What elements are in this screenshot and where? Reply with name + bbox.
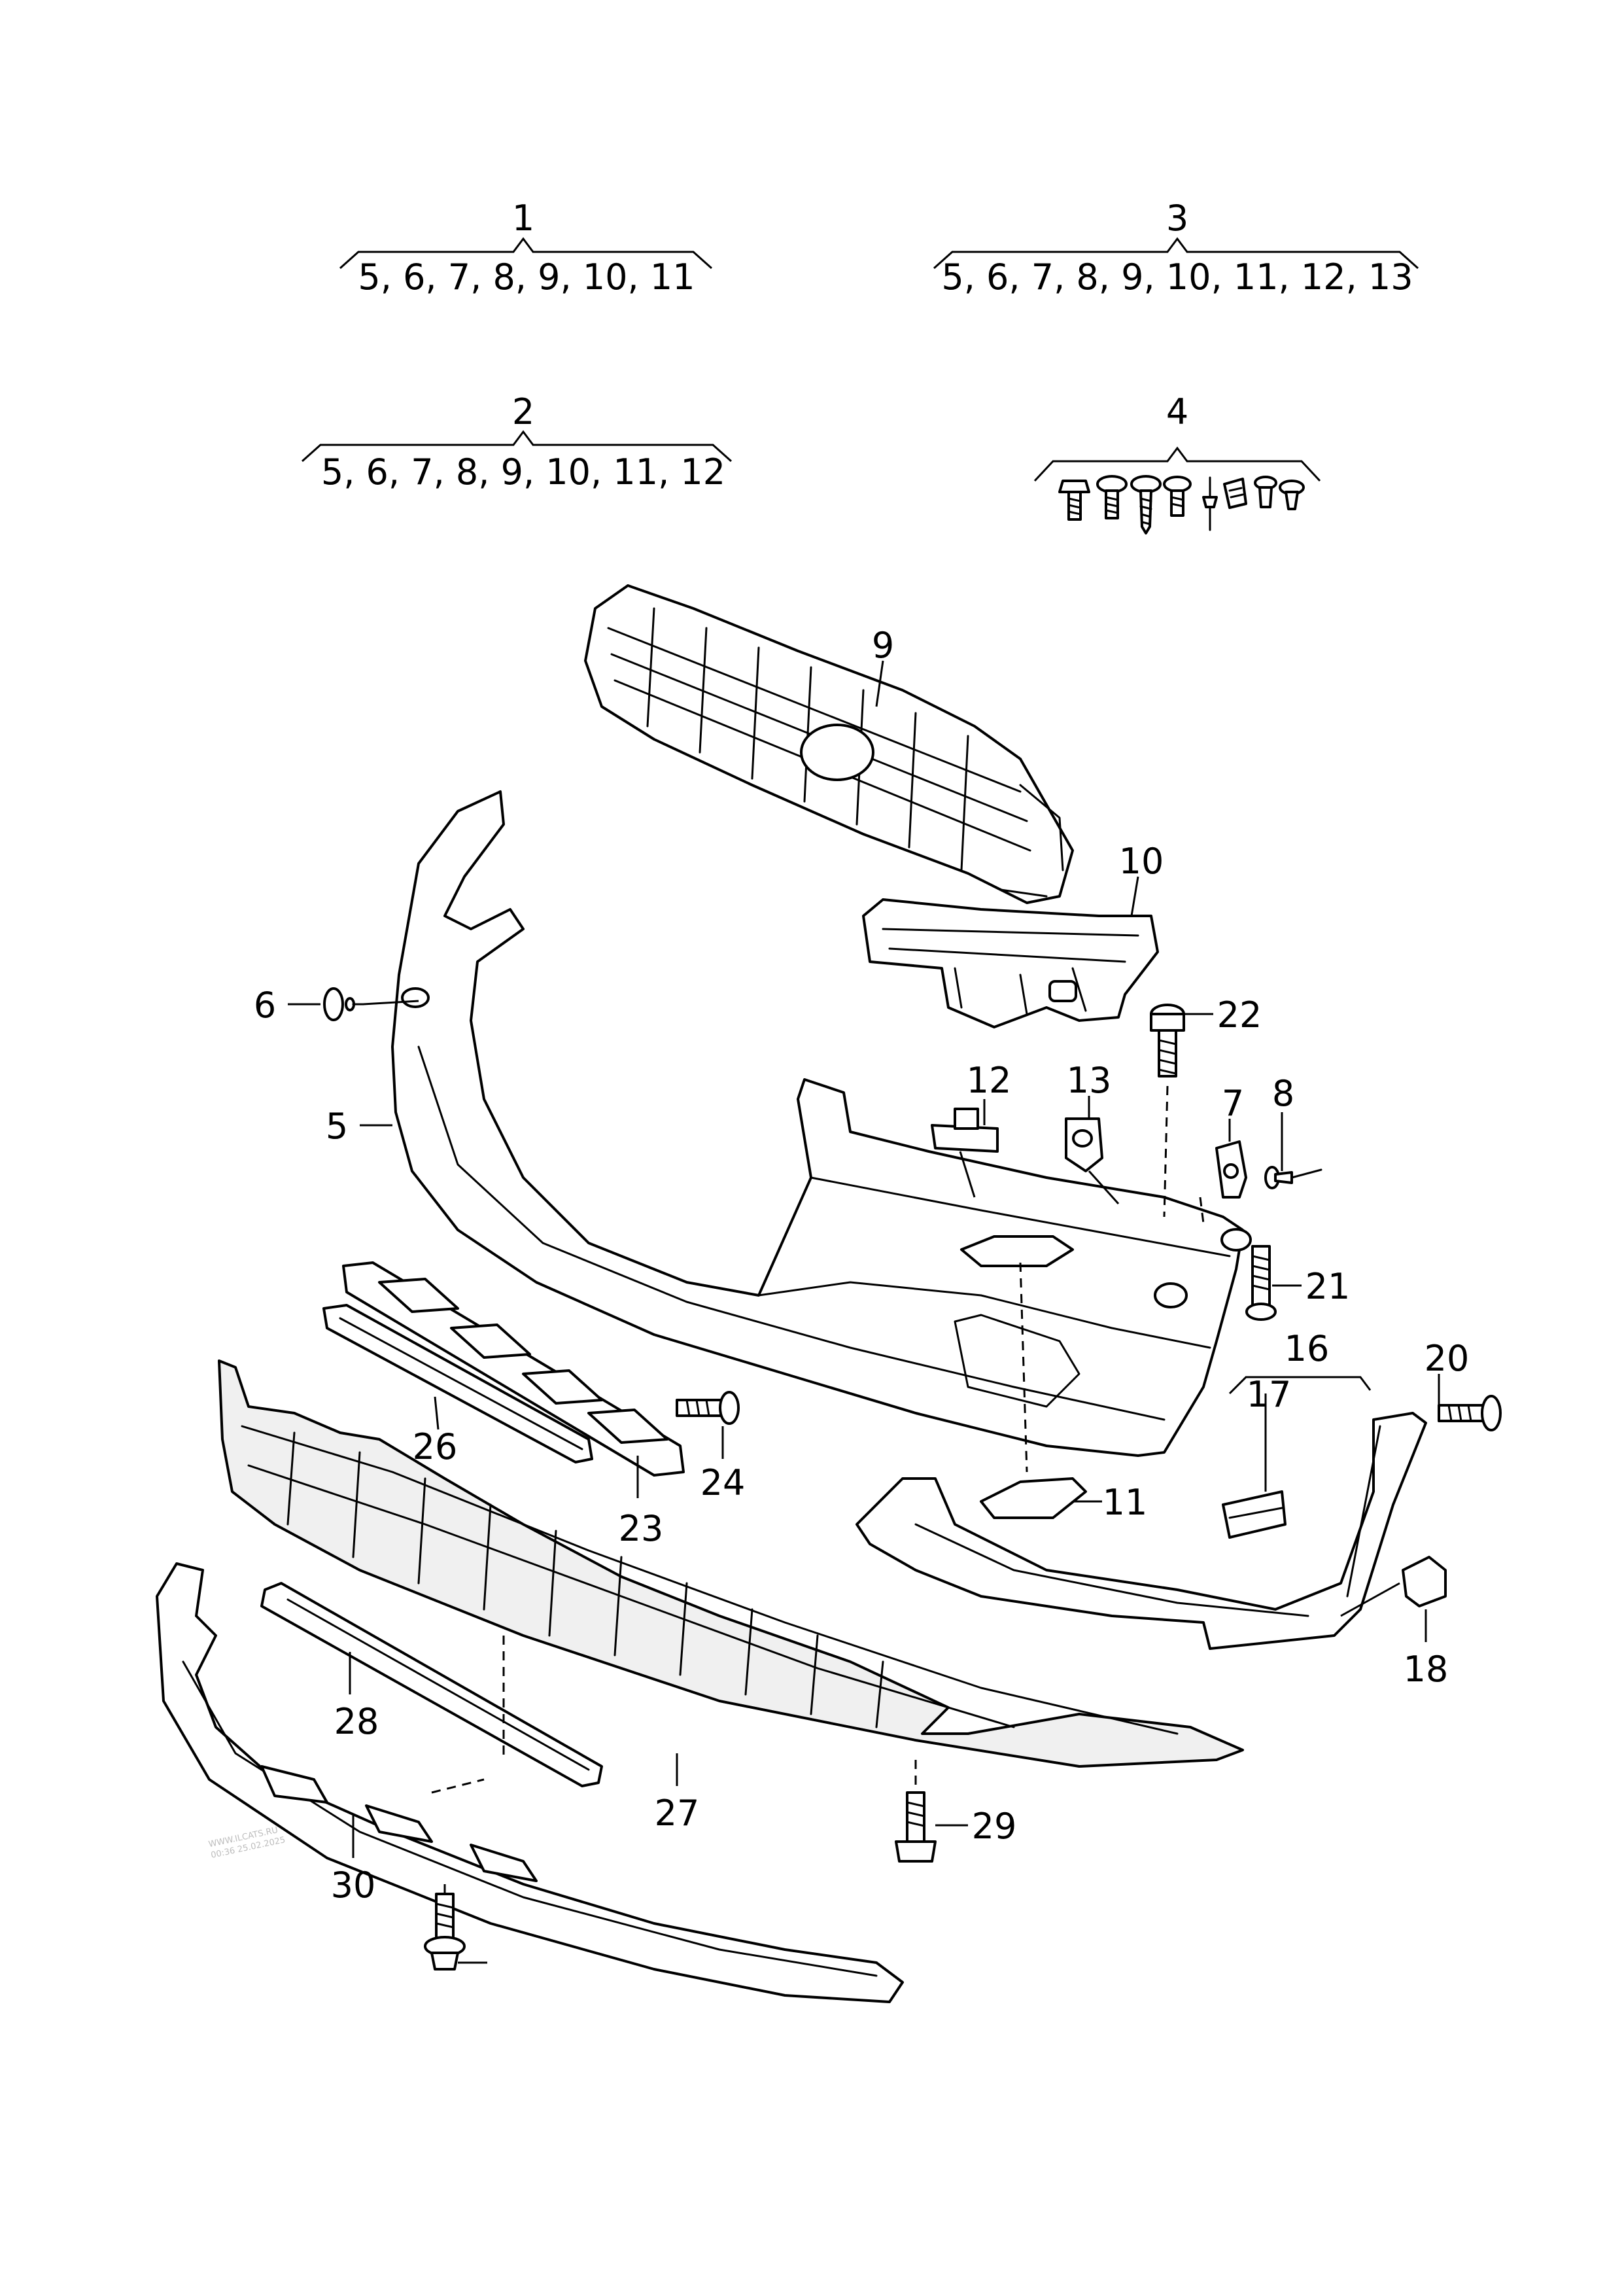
callout-10: 10: [1119, 841, 1164, 882]
part-21-bolt: [1150, 1004, 1185, 1077]
assembly-lines: [431, 1085, 1205, 1897]
callout-12: 12: [967, 1060, 1012, 1101]
part-24-trim-strip: [322, 1304, 593, 1463]
callout-23: 24: [700, 1462, 746, 1503]
group-2-brace: [302, 430, 732, 463]
rivet-icon: [1202, 476, 1218, 531]
part-20-bolt: [1245, 1245, 1277, 1321]
group-2: 2 5, 6, 7, 8, 9, 10, 11, 12: [302, 391, 732, 493]
callout-29: 30: [331, 1865, 376, 1906]
part-5-bumper-cover: [391, 790, 1252, 1457]
group-1: 1 5, 6, 7, 8, 9, 10, 11: [339, 198, 712, 298]
part-7-bracket: [1215, 1140, 1247, 1199]
callout-21: 22: [1217, 994, 1262, 1036]
flange-screw-icon: [1163, 476, 1192, 517]
group-3-number: 3: [1166, 198, 1188, 239]
part-9-grille-carrier: [584, 584, 1074, 904]
group-4-fastener-icons: [1058, 475, 1305, 534]
group-1-number: 1: [512, 198, 534, 239]
group-3-members: 5, 6, 7, 8, 9, 10, 11, 12, 13: [941, 256, 1413, 298]
group-4-brace: [1033, 446, 1321, 482]
part-23-bolt: [676, 1391, 740, 1425]
screw-icon: [1130, 475, 1162, 534]
part-6-cap: [323, 987, 364, 1021]
group-1-brace: [339, 237, 712, 270]
part-11-cap: [980, 1477, 1087, 1519]
callout-27: 29: [972, 1806, 1017, 1847]
part-29-lower-lip: [156, 1562, 904, 2003]
part-26-underbody-panel: [218, 1359, 1244, 1768]
callout-9: 9: [872, 625, 894, 666]
callout-22: 23: [619, 1508, 664, 1549]
part-12-guide: [931, 1108, 999, 1153]
part-28-strip: [260, 1582, 603, 1787]
part-19-bolt: [1438, 1395, 1502, 1431]
hex-bolt-icon: [1058, 480, 1090, 521]
leader-lines: [288, 660, 1440, 1964]
torx-bolt-icon: [1096, 475, 1128, 519]
group-4: 4: [1033, 391, 1321, 534]
callout-18: 18: [1404, 1649, 1449, 1690]
callout-6: 6: [254, 985, 276, 1026]
clip-nut-icon: [1223, 478, 1247, 509]
group-3: 3 5, 6, 7, 8, 9, 10, 11, 12, 13: [933, 198, 1419, 298]
callout-8: 8: [1272, 1073, 1294, 1114]
part-30-bolt: [424, 1893, 466, 1971]
callout-7: 7: [1222, 1083, 1244, 1124]
group-1-members: 5, 6, 7, 8, 9, 10, 11: [358, 256, 695, 298]
callout-5: 5: [326, 1106, 348, 1147]
watermark: WWW.ILCATS.RU 00:36 25.02.2025: [208, 1825, 286, 1861]
part-16-lower-spoiler: [855, 1412, 1427, 1650]
part-10-bracket: [862, 898, 1159, 1028]
group-2-number: 2: [512, 391, 534, 432]
callout-20: 21: [1305, 1266, 1351, 1307]
callout-11: 11: [1103, 1482, 1148, 1523]
part-22-grille: [342, 1261, 685, 1477]
callout-26: 27: [655, 1793, 700, 1834]
callout-16: 16: [1285, 1328, 1330, 1369]
callout-13: 13: [1067, 1060, 1112, 1101]
group-3-brace: [933, 237, 1419, 270]
push-pin-icon: [1279, 480, 1305, 510]
expansion-clip-icon: [1254, 476, 1277, 508]
part-13-guide: [1065, 1117, 1103, 1172]
group-4-number: 4: [1166, 391, 1188, 432]
callout-19: 20: [1425, 1338, 1470, 1379]
callout-numbers: 6 5 9 10 22 12 13 7 8 21 16 20 17 26 24 …: [254, 625, 1470, 1906]
callout-17: 17: [1247, 1374, 1292, 1415]
callout-28: 28: [334, 1701, 379, 1742]
part-8-clip: [1264, 1166, 1322, 1189]
part-18-clip: [1402, 1556, 1447, 1607]
part-17-trim: [1222, 1490, 1287, 1539]
group-2-members: 5, 6, 7, 8, 9, 10, 11, 12: [321, 451, 725, 493]
part-27-bolt: [895, 1791, 937, 1863]
callout-24: 26: [413, 1426, 458, 1467]
